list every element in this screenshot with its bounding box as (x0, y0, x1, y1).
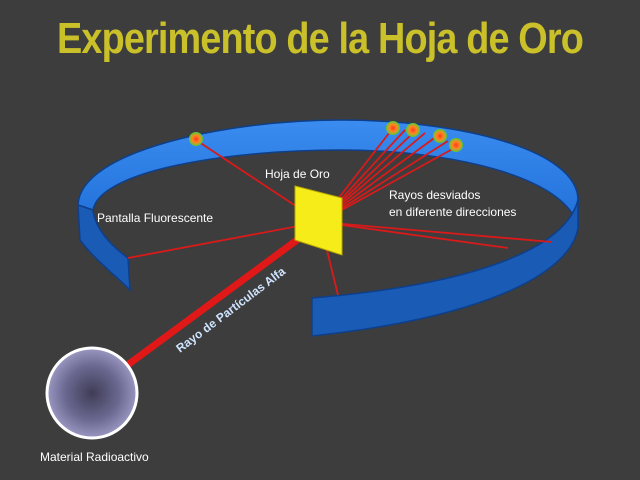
gold-foil-label: Hoja de Oro (265, 167, 330, 181)
fluorescent-screen-label: Pantalla Fluorescente (97, 211, 213, 225)
gold-foil (294, 185, 343, 256)
diagram-title: Experimento de la Hoja de Oro (57, 14, 584, 63)
alpha-ray-label: Rayo de Partículas Alfa (173, 264, 288, 355)
fluorescent-screen-left-wall (77, 203, 131, 292)
radioactive-source (45, 346, 139, 440)
fluorescent-screen-front-wall (311, 199, 579, 337)
impact-spots (189, 121, 463, 152)
deflected-rays-label-2: en diferente direcciones (389, 205, 516, 219)
deflected-rays-label-1: Rayos desviados (389, 188, 480, 202)
alpha-beam (114, 222, 320, 376)
radioactive-material-label: Material Radioactivo (40, 450, 149, 464)
